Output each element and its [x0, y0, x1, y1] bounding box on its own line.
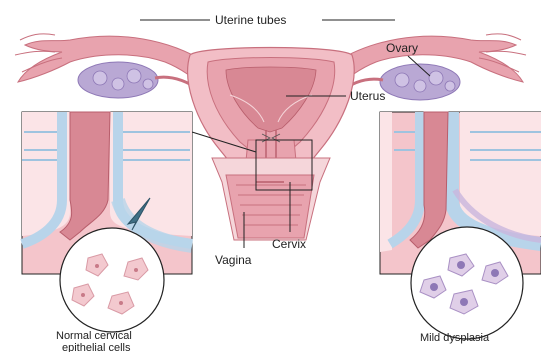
- label-uterus: Uterus: [350, 89, 385, 103]
- label-vagina: Vagina: [215, 253, 252, 267]
- caption-dysplasia: Mild dysplasia: [420, 332, 490, 344]
- label-uterine-tubes: Uterine tubes: [215, 13, 286, 27]
- normal-cells-magnifier: [60, 228, 164, 332]
- label-ovary: Ovary: [386, 41, 418, 55]
- label-cervix: Cervix: [272, 237, 306, 251]
- dysplasia-cells-magnifier: [411, 227, 523, 339]
- caption-normal-line1: Normal cervical: [56, 330, 132, 342]
- caption-normal-line2: epithelial cells: [62, 342, 131, 352]
